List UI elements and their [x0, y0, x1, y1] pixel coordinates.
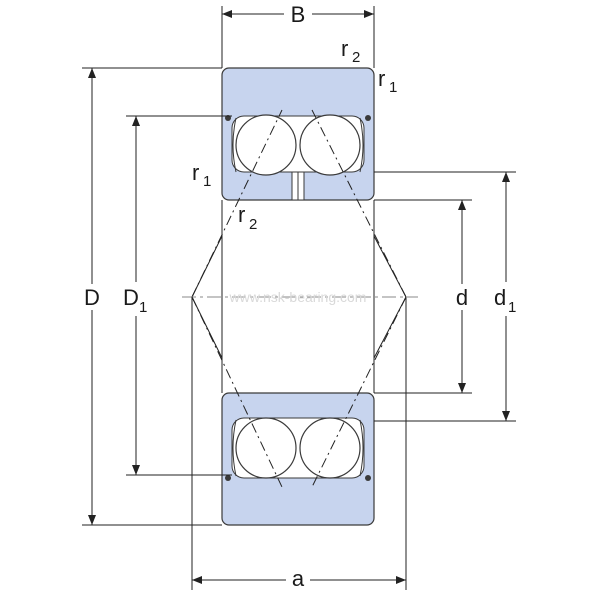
bottom-section	[221, 392, 375, 526]
bottom-seal-right	[359, 419, 364, 477]
svg-text:1: 1	[139, 299, 147, 316]
dimension-B: B	[221, 2, 375, 68]
bottom-ball-left	[235, 417, 297, 479]
bore-lines	[221, 200, 375, 393]
bottom-corner-dot-right	[365, 475, 371, 481]
label-a: a	[292, 566, 305, 591]
watermark: www.nsk-bearing.com	[229, 289, 367, 305]
bottom-ball-right	[299, 417, 361, 479]
svg-text:1: 1	[508, 299, 516, 316]
label-r2-mid: r 2	[238, 202, 257, 233]
dimension-D: D	[78, 67, 222, 526]
label-r1-left: r 1	[192, 160, 211, 190]
bottom-corner-dot-left	[225, 475, 231, 481]
top-section	[221, 67, 375, 201]
dimension-D1: D 1	[120, 115, 232, 476]
label-d: d	[456, 285, 468, 310]
top-seal-right	[359, 117, 364, 173]
top-ball-left	[235, 114, 297, 176]
top-seal-left	[232, 117, 237, 173]
svg-text:1: 1	[389, 79, 397, 96]
top-corner-dot-right	[365, 115, 371, 121]
svg-text:r: r	[378, 66, 385, 91]
contact-angle-lines	[191, 109, 407, 488]
label-D: D	[84, 285, 100, 310]
svg-text:2: 2	[249, 216, 257, 233]
svg-text:r: r	[238, 202, 245, 227]
dimension-d1: d 1	[374, 171, 524, 422]
dimension-d: d	[374, 199, 474, 394]
svg-text:r: r	[192, 160, 199, 185]
label-d1: d	[494, 285, 506, 310]
bottom-seal-left	[232, 419, 237, 477]
dimension-a: a	[191, 297, 407, 591]
svg-text:2: 2	[352, 49, 360, 66]
svg-text:1: 1	[203, 173, 211, 190]
label-r2-top: r 2	[341, 36, 360, 66]
label-D1: D	[123, 285, 139, 310]
label-r1-top: r 1	[378, 66, 397, 96]
svg-text:r: r	[341, 36, 348, 61]
label-B: B	[291, 2, 306, 27]
